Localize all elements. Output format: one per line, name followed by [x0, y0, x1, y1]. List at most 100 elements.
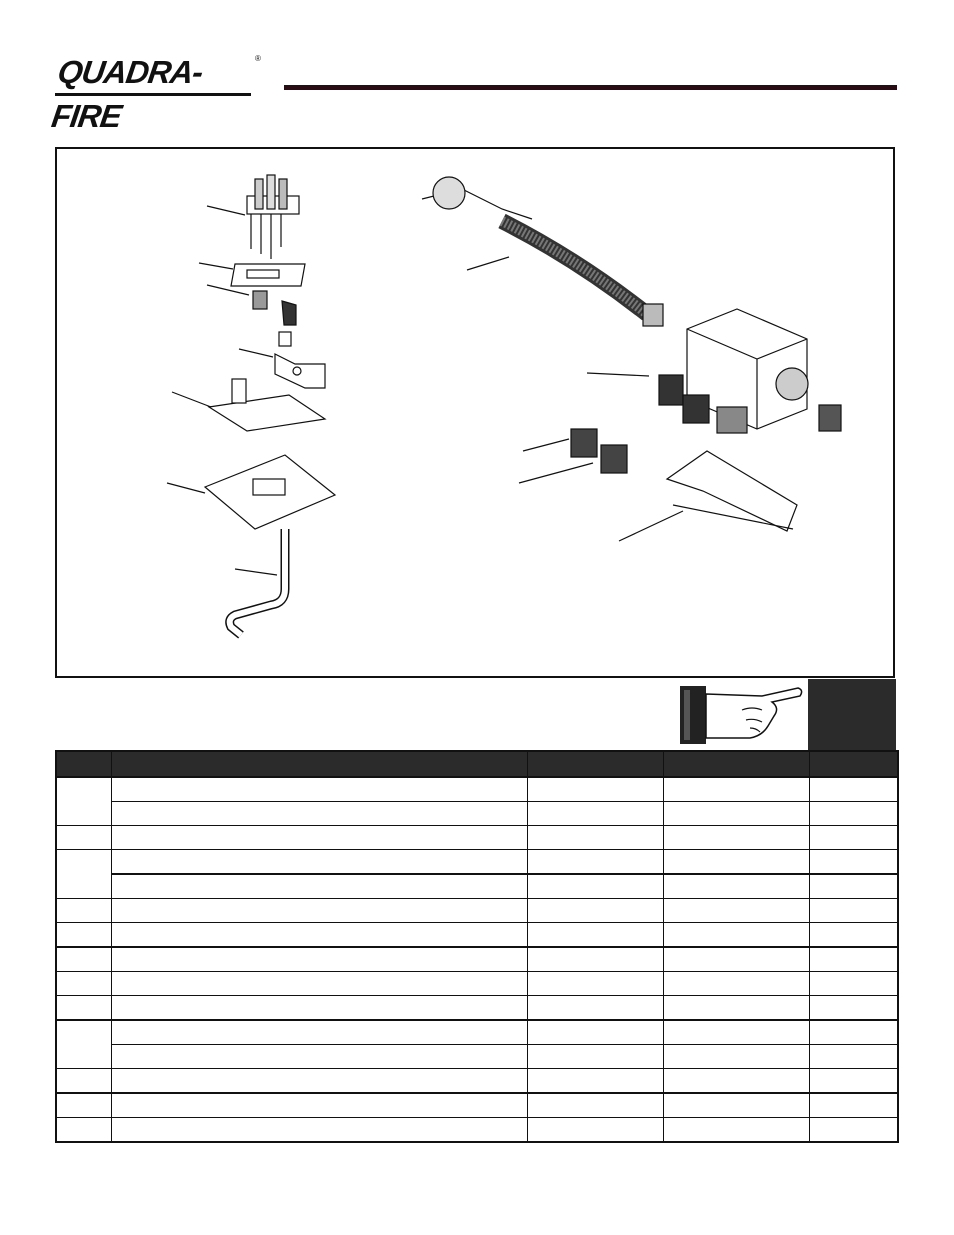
cell-part [526, 776, 664, 802]
cell-part [526, 995, 664, 1021]
cell-desc [110, 971, 528, 996]
table-row [55, 1117, 899, 1143]
cell-item [55, 898, 112, 923]
cell-desc [110, 1044, 528, 1069]
cell-alt [662, 1092, 810, 1118]
cell-alt [662, 1019, 810, 1045]
quadra-fire-logo: QUADRA-FIRE ® [49, 50, 265, 134]
col-extra [808, 750, 899, 778]
cell-extra [808, 995, 899, 1021]
cell-item [55, 1092, 112, 1118]
table-row [55, 1092, 899, 1118]
cell-extra [808, 1044, 899, 1069]
cell-extra [808, 1019, 899, 1045]
cell-extra [808, 1092, 899, 1118]
cell-extra [808, 776, 899, 802]
cell-alt [662, 801, 810, 826]
table-row [55, 898, 899, 923]
cell-alt [662, 873, 810, 899]
cell-alt [662, 922, 810, 948]
pilot-assembly [246, 174, 300, 259]
cell-item [55, 971, 112, 996]
table-row [55, 1068, 899, 1094]
cell-part [526, 873, 664, 899]
cell-extra [808, 801, 899, 826]
logo-underline [55, 93, 251, 96]
cell-extra [808, 898, 899, 923]
table-row [55, 946, 899, 972]
table-row [55, 922, 899, 948]
cell-alt [662, 1117, 810, 1143]
cell-alt [662, 971, 810, 996]
cell-extra [808, 1117, 899, 1143]
cell-part [526, 801, 664, 826]
cell-item [55, 1019, 112, 1069]
cell-part [526, 922, 664, 948]
cell-desc [110, 1068, 528, 1094]
cell-alt [662, 849, 810, 875]
table-row [55, 1019, 899, 1069]
cell-desc [110, 801, 528, 826]
cell-extra [808, 946, 899, 972]
diagram-drawing [166, 174, 842, 639]
exploded-parts-diagram [55, 147, 895, 678]
cell-part [526, 946, 664, 972]
cell-part [526, 1068, 664, 1094]
cell-desc [110, 1019, 528, 1045]
cell-item [55, 1117, 112, 1143]
table-row [56, 1044, 899, 1069]
col-item [55, 750, 112, 778]
cell-item [55, 946, 112, 972]
cell-item [55, 825, 112, 850]
cell-part [526, 1019, 664, 1045]
cell-desc [110, 946, 528, 972]
cell-part [526, 898, 664, 923]
table-row [56, 801, 899, 826]
pointing-hand-icon [680, 686, 803, 744]
header-rule [284, 85, 897, 90]
cell-extra [808, 1068, 899, 1094]
cell-part [526, 971, 664, 996]
cell-desc [110, 825, 528, 850]
table-row [55, 849, 899, 899]
cell-alt [662, 995, 810, 1021]
cell-desc [110, 1092, 528, 1118]
cell-alt [662, 946, 810, 972]
cell-item [55, 922, 112, 948]
cell-part [526, 1092, 664, 1118]
table-row [56, 873, 899, 899]
cell-alt [662, 1044, 810, 1069]
cell-alt [662, 825, 810, 850]
table-row [55, 971, 899, 996]
cell-alt [662, 1068, 810, 1094]
cell-part [526, 825, 664, 850]
cell-item [55, 776, 112, 826]
cell-part [526, 1117, 664, 1143]
cell-part [526, 849, 664, 875]
col-description [110, 750, 528, 778]
cell-item [55, 995, 112, 1021]
gas-valve [658, 308, 809, 434]
cell-extra [808, 825, 899, 850]
table-row [55, 776, 899, 826]
cell-extra [808, 873, 899, 899]
cell-extra [808, 849, 899, 875]
cell-desc [110, 1117, 528, 1143]
cell-desc [110, 995, 528, 1021]
cell-desc [110, 776, 528, 802]
parts-table [55, 750, 899, 1143]
cell-desc [110, 849, 528, 875]
cell-desc [110, 922, 528, 948]
table-row [55, 995, 899, 1021]
cell-desc [110, 873, 528, 899]
registered-mark: ® [255, 54, 261, 63]
cell-alt [662, 776, 810, 802]
table-row [55, 825, 899, 850]
table-header-row [55, 750, 899, 778]
cell-extra [808, 922, 899, 948]
cell-alt [662, 898, 810, 923]
col-alt [662, 750, 810, 778]
col-part-number [526, 750, 664, 778]
cell-part [526, 1044, 664, 1069]
cell-desc [110, 898, 528, 923]
